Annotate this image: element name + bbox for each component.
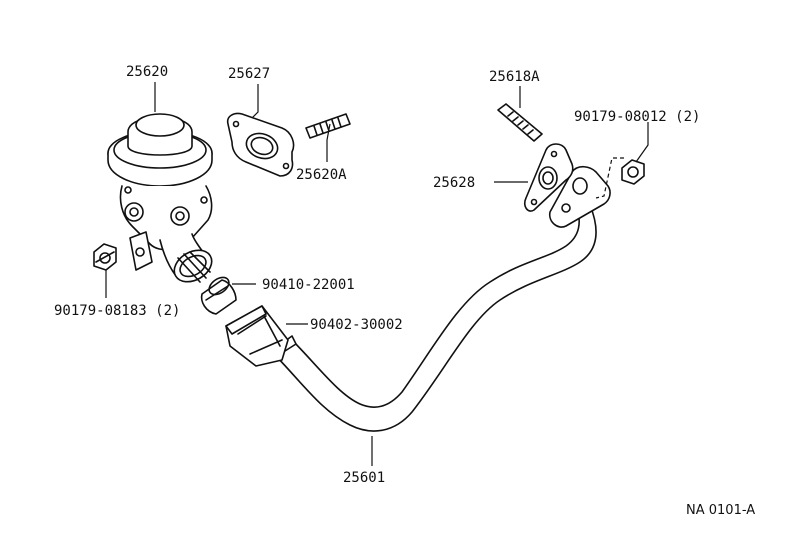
pipe-flange [548,165,611,228]
nut-pipe[interactable] [595,157,645,199]
stud-pipe[interactable] [497,103,543,142]
label-ring: 90410-22001 [262,277,355,293]
nut-valve[interactable] [93,243,117,271]
ring[interactable] [200,274,237,315]
label-gasket-pipe: 25628 [433,175,475,191]
diagram-code: NA 0101-A [686,503,755,518]
stud-valve[interactable] [305,113,351,139]
label-nut-valve: 90179-08183 (2) [54,303,180,319]
leader-lines [105,82,649,466]
pipe-gasket[interactable] [523,143,574,212]
label-union-nut: 90402-30002 [310,317,403,333]
valve-gasket[interactable] [226,112,295,177]
union-nut[interactable] [225,305,289,367]
label-nut-pipe: 90179-08012 (2) [574,109,700,125]
label-stud-valve: 25620A [296,167,347,183]
label-stud-pipe: 25618A [489,69,540,85]
label-gasket: 25627 [228,66,270,82]
label-egr-pipe: 25601 [343,470,385,486]
egr-valve[interactable] [107,113,217,288]
label-egr-valve: 25620 [126,64,168,80]
